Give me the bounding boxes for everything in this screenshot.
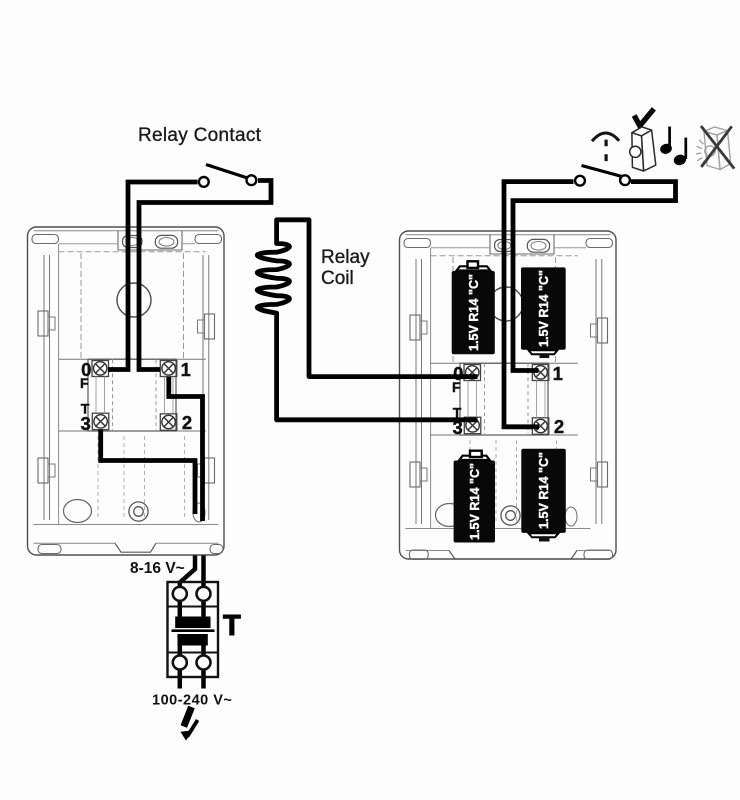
svg-text:T: T — [223, 610, 241, 642]
svg-text:8-16 V~: 8-16 V~ — [130, 560, 185, 577]
svg-text:Relay Contact: Relay Contact — [138, 125, 262, 146]
svg-text:100-240 V~: 100-240 V~ — [152, 693, 232, 709]
svg-text:1.5V R14 "C": 1.5V R14 "C" — [537, 452, 551, 529]
svg-text:1.5V R14 "C": 1.5V R14 "C" — [537, 270, 551, 347]
svg-text:Coil: Coil — [321, 268, 354, 289]
svg-text:Relay: Relay — [321, 247, 370, 268]
svg-text:1.5V R14 "C": 1.5V R14 "C" — [467, 274, 481, 351]
svg-text:1.5V R14 "C": 1.5V R14 "C" — [468, 463, 482, 540]
